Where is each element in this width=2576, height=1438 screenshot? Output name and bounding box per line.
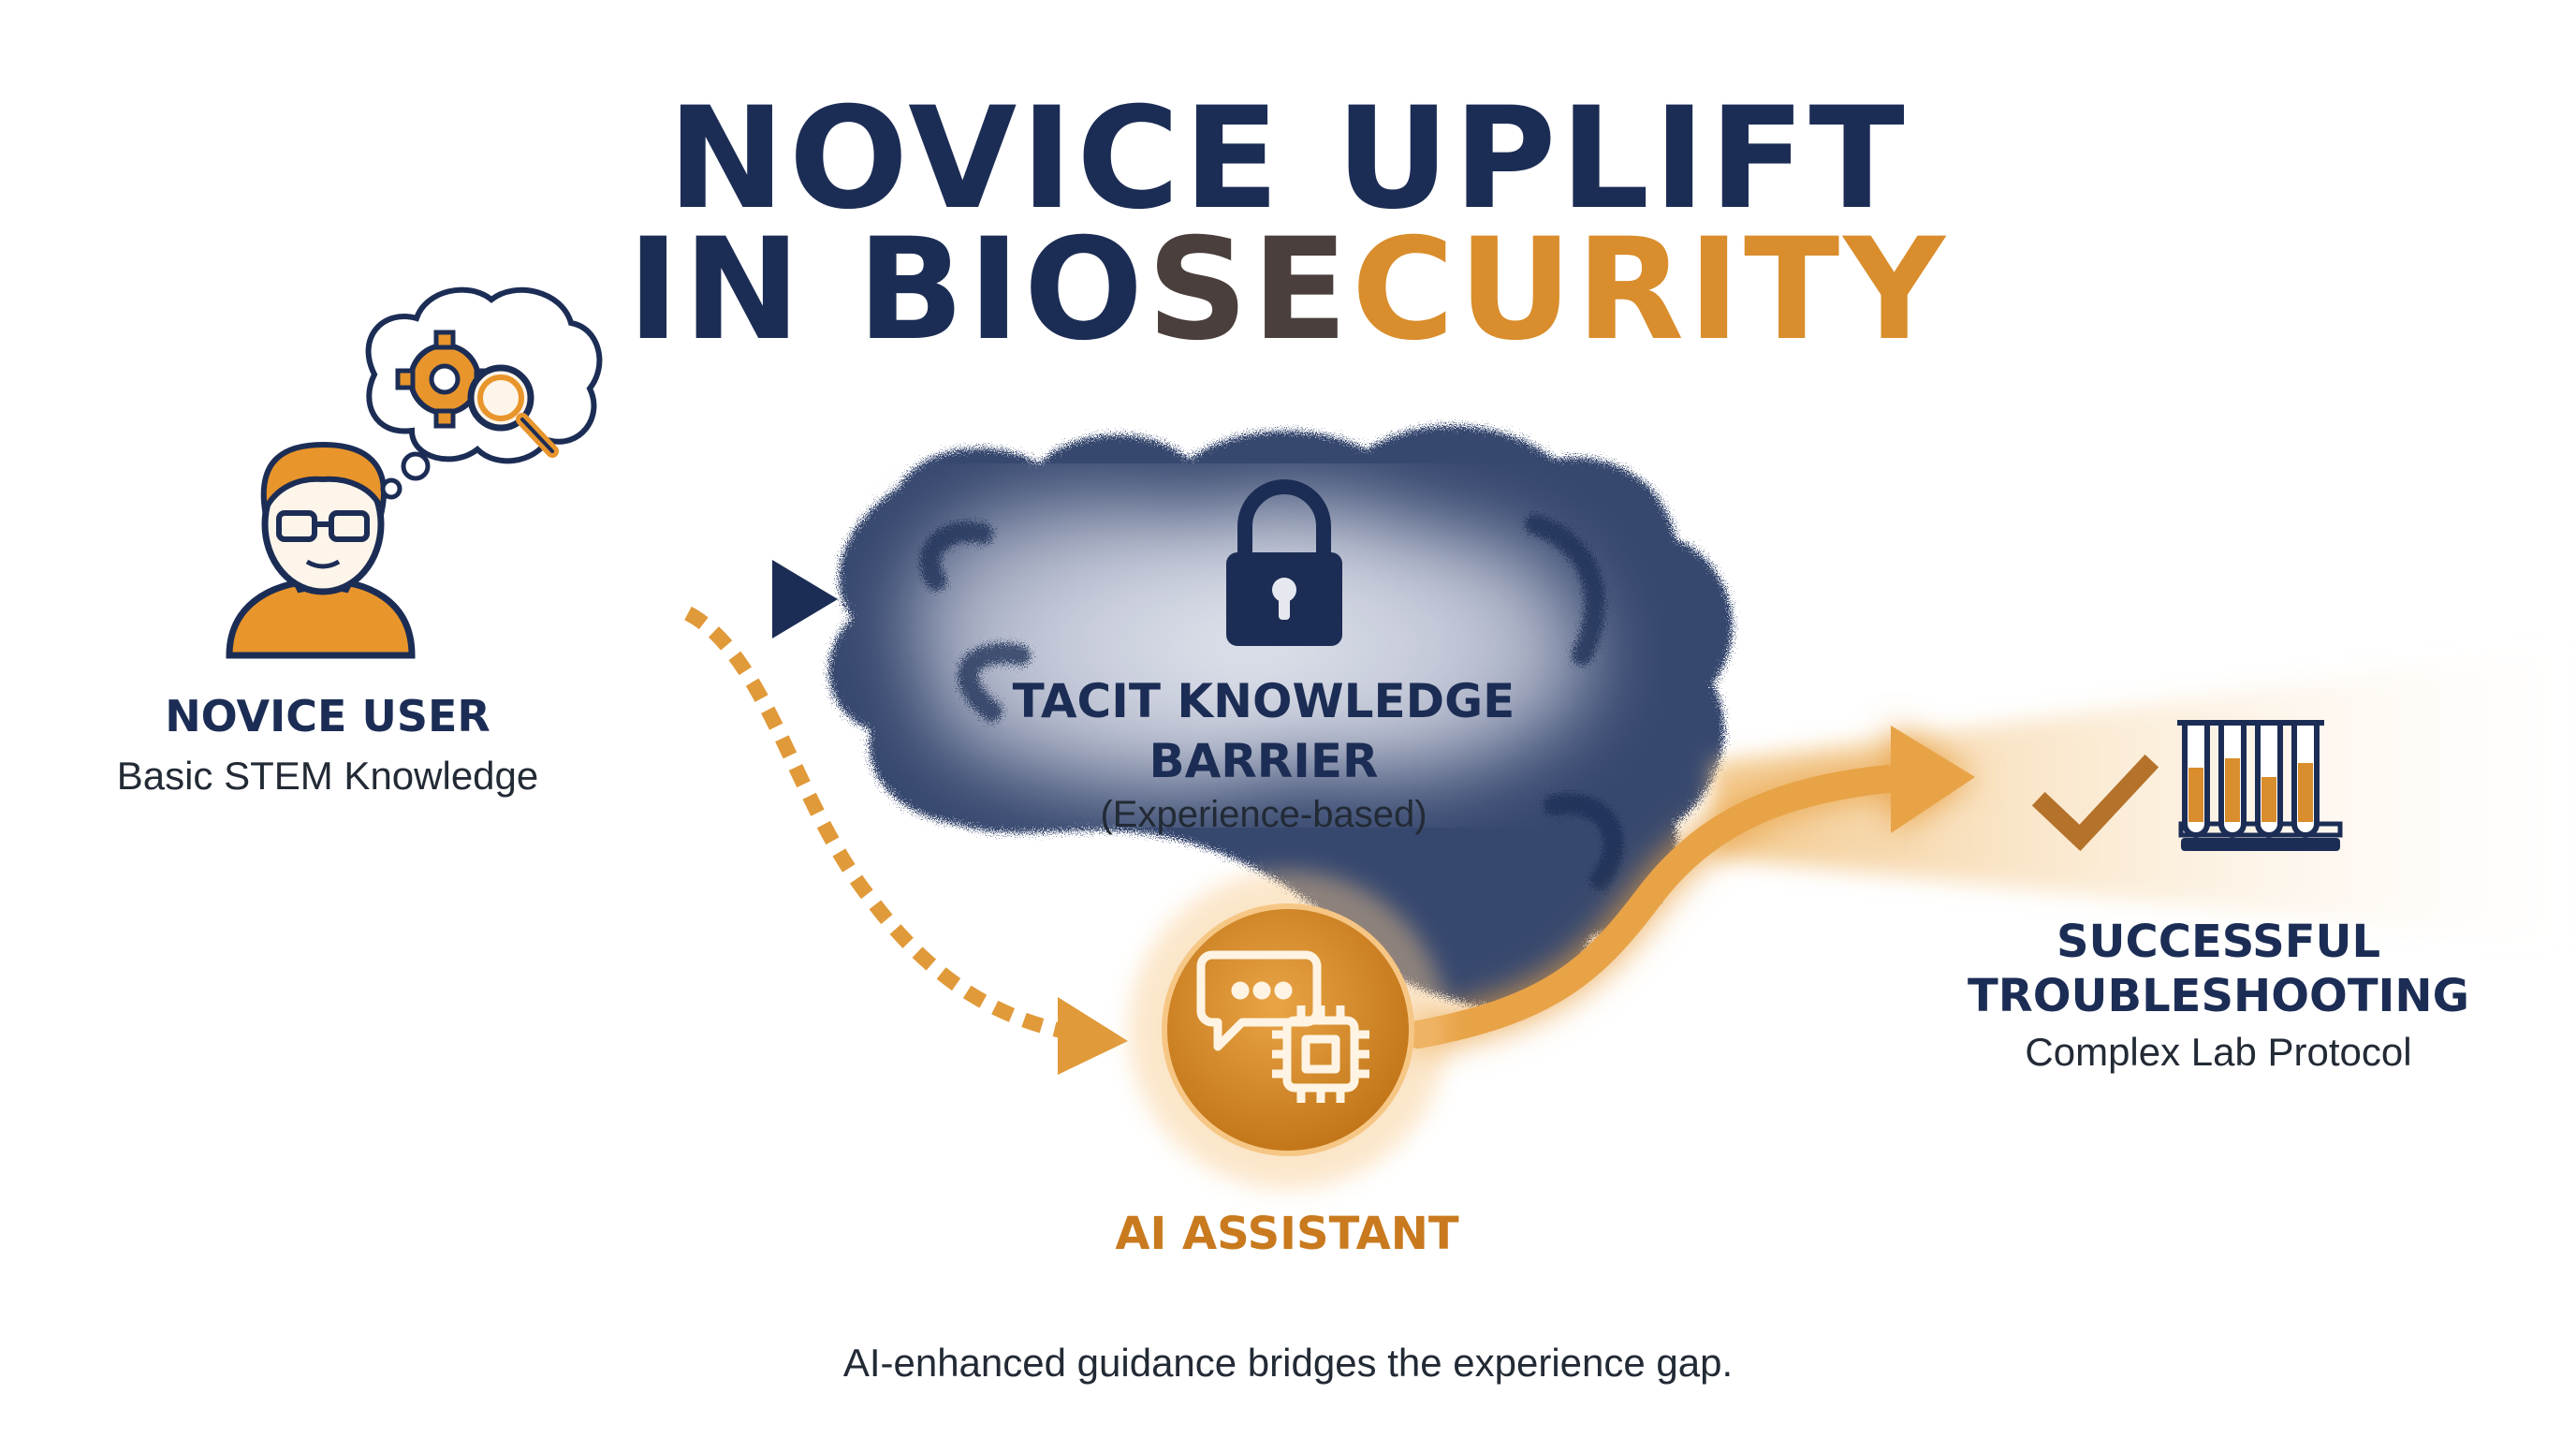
- success-title-line-2: TROUBLESHOOTING: [1968, 970, 2469, 1022]
- barrier-title-line-1: TACIT KNOWLEDGE: [1012, 674, 1515, 728]
- chat-chip-icon: [1196, 950, 1369, 1103]
- success-subtitle: Complex Lab Protocol: [2025, 1030, 2412, 1074]
- ai-assistant-node: [1129, 871, 1447, 1189]
- test-tubes-icon: [2177, 720, 2343, 851]
- title-line-2-part-a: IN BIO: [627, 209, 1148, 372]
- lock-icon: [1226, 479, 1342, 646]
- ai-to-success-arrow: [1404, 726, 1975, 1049]
- barrier-title-line-2: BARRIER: [1149, 734, 1379, 788]
- title-line-2-part-c: CURITY: [1351, 209, 1949, 372]
- title-line-1: NOVICE UPLIFT: [667, 78, 1909, 241]
- caption: AI-enhanced guidance bridges the experie…: [842, 1341, 1734, 1385]
- novice-user-subtitle: Basic STEM Knowledge: [116, 754, 539, 798]
- barrier-note: (Experience-based): [1100, 794, 1427, 835]
- success-light-beam: [1713, 646, 2576, 946]
- success-title-line-1: SUCCESSFUL: [2056, 916, 2381, 968]
- navy-arrow: [557, 560, 838, 638]
- user-with-glasses-icon: [226, 441, 416, 659]
- checkmark-icon: [2031, 754, 2159, 852]
- title-line-2: IN BIOSECURITY: [0, 220, 2576, 360]
- title-line-2-part-b: SE: [1147, 209, 1352, 372]
- dotted-path-to-ai: [684, 606, 1128, 1075]
- novice-user-title: NOVICE USER: [165, 691, 490, 741]
- ai-assistant-title: AI ASSISTANT: [1115, 1208, 1459, 1260]
- thought-bubble-gear-magnifier-icon: [365, 286, 603, 500]
